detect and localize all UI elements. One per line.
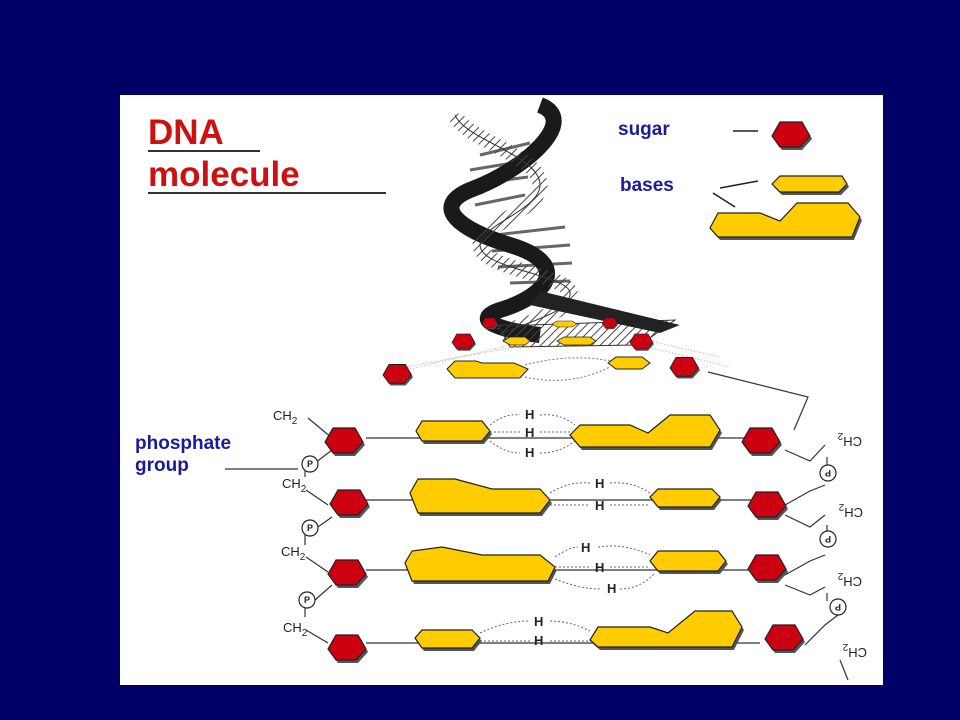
legend-sugar-pentagon [771,121,813,151]
title-underline-2 [148,192,386,194]
rung-1-right-sugar [741,427,783,457]
legend-large-base [709,202,861,238]
legend-sugar-label: sugar [618,119,670,140]
phosphate-label-line-2: group [135,455,189,476]
legend-bases-label: bases [620,175,674,196]
dna-figure: DNA molecule sugar bases phosphate group [120,95,883,685]
legend-shapes [709,121,862,240]
phosphate-right-2: P [819,530,837,548]
rung-1-left-base [415,420,491,442]
legend-small-base [771,175,848,193]
svg-text:H: H [581,540,590,555]
svg-text:CH2: CH2 [283,620,308,639]
svg-text:P: P [304,595,310,605]
phosphate-right-3: P [829,598,847,616]
svg-text:H: H [595,560,604,575]
rung-2-right-sugar [747,491,789,521]
svg-text:H: H [525,445,534,460]
svg-text:CH2: CH2 [282,476,307,495]
title-line-2: molecule [148,155,300,194]
rung-4-right-sugar [764,624,806,654]
svg-text:P: P [825,468,831,478]
phosphate-left-1: P [301,455,319,473]
svg-text:CH2: CH2 [842,641,867,660]
rung-4-left-base [414,629,481,649]
svg-text:H: H [607,581,616,596]
svg-text:P: P [307,459,313,469]
rung-3-left-base [404,546,556,582]
title-line-1: DNA [148,113,224,152]
rung-3: H H H [327,540,789,596]
svg-text:H: H [595,476,604,491]
rung-1: H H H [324,407,783,460]
svg-text:CH2: CH2 [281,544,306,563]
double-helix [384,97,731,376]
phosphate-left-2: P [301,519,319,537]
svg-text:P: P [835,602,841,612]
rung-2-left-base [409,478,551,514]
rung-3-right-sugar [747,554,789,584]
right-ch2-labels: CH2 CH2 CH2 CH2 [837,430,867,660]
svg-text:P: P [825,534,831,544]
rung-3-left-sugar [327,559,369,589]
right-backbone [784,444,849,681]
rung-1-right-base [569,414,721,448]
svg-text:H: H [525,425,534,440]
phosphate-label-line-1: phosphate [135,433,232,454]
rung-4-right-base [589,610,743,648]
phosphate-left-3: P [298,591,316,609]
phosphate-right-1: P [819,464,837,482]
svg-text:H: H [525,407,534,422]
rung-4: H H [327,610,806,664]
svg-text:H: H [595,498,604,513]
rung-1-left-sugar [324,427,366,457]
rung-2: H H [329,476,789,521]
svg-text:CH2: CH2 [837,430,862,449]
dna-drawing: CH2 CH2 CH2 CH2 CH2 CH2 CH2 CH2 P P P P … [225,97,867,681]
receding-base-pairs [382,317,809,431]
phosphate-circles: P P P P P P [298,455,847,616]
rung-2-right-base [649,488,721,508]
svg-text:CH2: CH2 [273,408,298,427]
rung-3-right-base [649,550,727,572]
svg-text:CH2: CH2 [837,570,862,589]
svg-text:H: H [534,633,543,648]
svg-text:CH2: CH2 [838,501,863,520]
rung-4-left-sugar [327,634,369,664]
svg-text:H: H [534,614,543,629]
svg-text:P: P [307,523,313,533]
title-underline-1 [148,150,260,152]
rung-2-left-sugar [329,489,371,519]
left-ch2-labels: CH2 CH2 CH2 CH2 [273,408,308,639]
